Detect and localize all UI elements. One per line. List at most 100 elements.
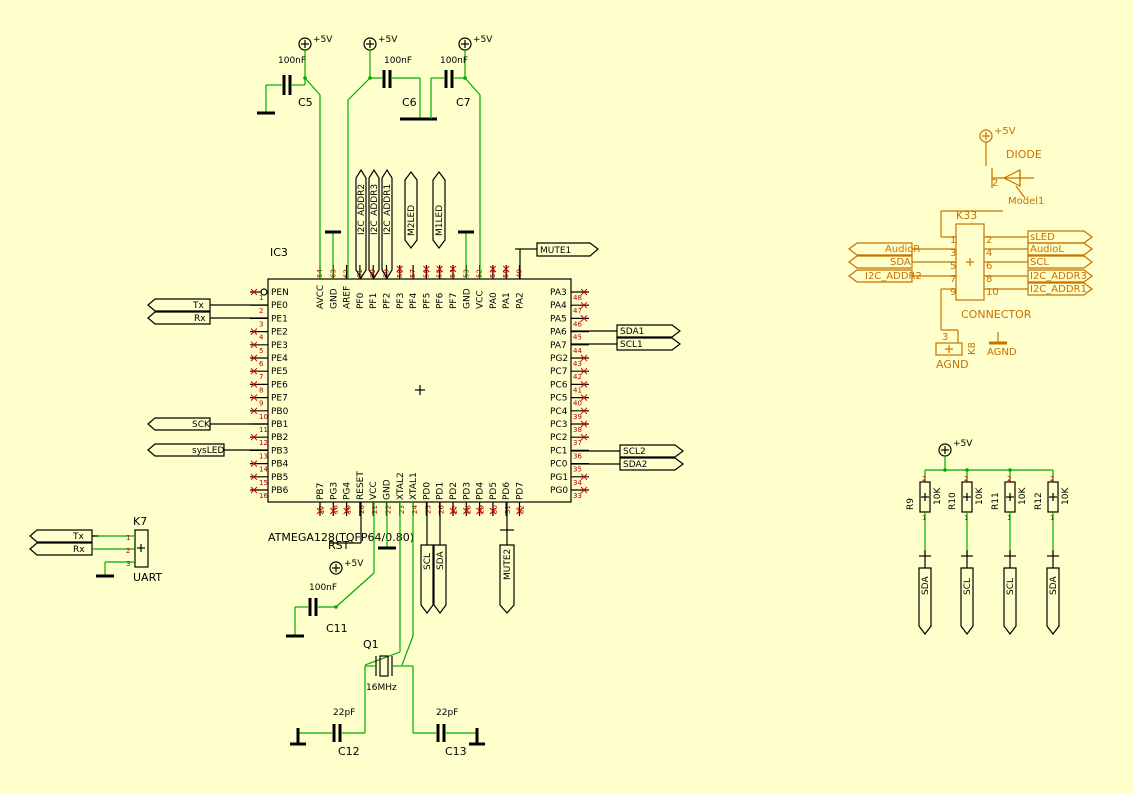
pin-label: PE1 bbox=[271, 314, 288, 324]
mute1-net-label: MUTE1 bbox=[515, 242, 599, 279]
c11-capacitor[interactable]: +5V 100nF C11 bbox=[286, 559, 364, 638]
svg-text:3: 3 bbox=[942, 332, 948, 343]
pin-number: 9 bbox=[259, 400, 263, 408]
svg-text:M2LED: M2LED bbox=[407, 205, 417, 236]
pin-bottom-pd2[interactable]: PD227 bbox=[449, 482, 459, 516]
pin-label: GND bbox=[329, 288, 339, 309]
c5-capacitor[interactable]: +5V 100nF C5 bbox=[257, 35, 333, 279]
pullup-resistors[interactable]: +5V bbox=[925, 439, 1053, 472]
pin-label: PE5 bbox=[271, 367, 288, 377]
svg-text:2: 2 bbox=[986, 235, 992, 246]
pin-number: 43 bbox=[573, 360, 582, 368]
resistor-value: 10K bbox=[1018, 487, 1028, 505]
svg-text:I2C_ADDR3: I2C_ADDR3 bbox=[370, 184, 380, 235]
pin-number: 26 bbox=[438, 505, 446, 514]
svg-text:K8: K8 bbox=[967, 342, 978, 355]
svg-text:22pF: 22pF bbox=[436, 708, 458, 718]
pin-label: PF2 bbox=[383, 293, 393, 309]
pin-label: PA5 bbox=[550, 314, 567, 324]
pin-bottom-pd4[interactable]: PD429 bbox=[476, 482, 486, 516]
k8-agnd[interactable]: 3 K8 AGND AGND bbox=[935, 329, 1017, 371]
pin-number: 58 bbox=[396, 269, 404, 278]
pin-bottom-pd5[interactable]: PD530 bbox=[489, 482, 499, 516]
q1-crystal[interactable]: Q1 16MHz bbox=[363, 638, 414, 733]
pin-bottom-pg4[interactable]: PG419 bbox=[343, 482, 353, 516]
pin-bottom-pb7[interactable]: PB717 bbox=[316, 483, 326, 516]
ic3-bottom-pins: PB717PG318PG419RESET20VCC21GND22XTAL223X… bbox=[316, 471, 526, 516]
ic3-body[interactable] bbox=[267, 278, 572, 503]
diode-model1[interactable]: +5V DIODE 2 Model1 bbox=[979, 126, 1044, 207]
pin-number: 11 bbox=[259, 426, 268, 434]
pin-number: 7 bbox=[259, 373, 263, 381]
svg-text:C6: C6 bbox=[402, 96, 417, 109]
pin-bottom-pd7[interactable]: PD732 bbox=[516, 482, 526, 516]
c12-capacitor[interactable]: 22pF C12 bbox=[290, 708, 365, 758]
c13-capacitor[interactable]: 22pF C13 bbox=[413, 708, 485, 758]
pin-number: 24 bbox=[411, 505, 419, 514]
pin-pe5[interactable]: PE5 7 bbox=[250, 367, 288, 381]
pin-bottom-pd3[interactable]: PD328 bbox=[462, 482, 472, 516]
pin-bottom-pg3[interactable]: PG318 bbox=[329, 482, 339, 516]
svg-text:2: 2 bbox=[922, 475, 926, 483]
k7-uart-connector[interactable]: K7 Tx Rx 123 UART bbox=[29, 515, 162, 584]
svg-text:7: 7 bbox=[950, 274, 956, 285]
pin-number: 1 bbox=[259, 294, 263, 302]
svg-text:C12: C12 bbox=[338, 745, 360, 758]
pin-label: AVCC bbox=[316, 285, 326, 309]
c7-capacitor[interactable]: +5V 100nF C7 bbox=[430, 35, 493, 279]
k33-connector[interactable]: K33 1 3 5 7 9 2 4 6 8 10 CONNECTOR Audio… bbox=[848, 209, 1093, 330]
